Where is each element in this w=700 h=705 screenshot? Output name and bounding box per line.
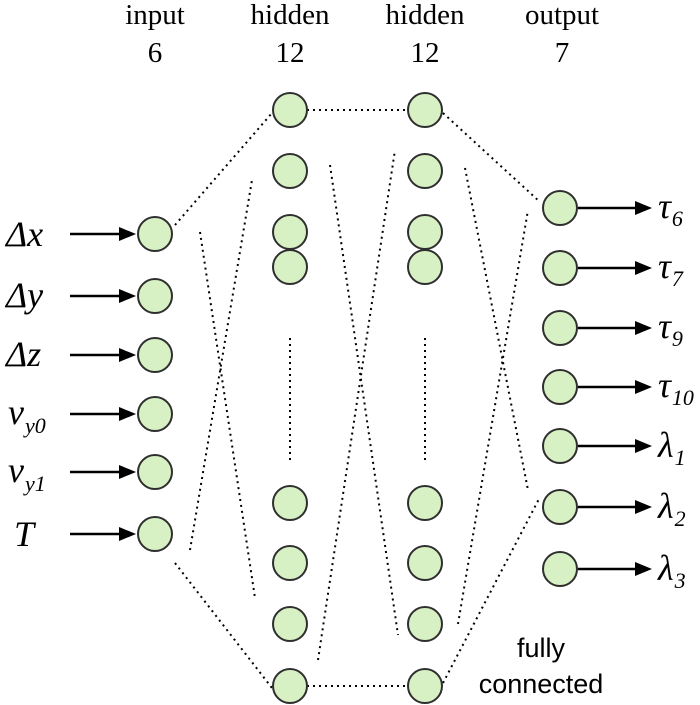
hidden-node xyxy=(272,249,308,285)
hidden-node xyxy=(272,668,308,704)
arrowhead xyxy=(119,407,136,421)
layer-count-hidden-1: 12 xyxy=(276,37,305,69)
output-layer xyxy=(542,190,578,587)
cross-line xyxy=(464,167,529,491)
input-node xyxy=(137,516,173,552)
input-node xyxy=(137,278,173,314)
output-arrows xyxy=(578,201,652,576)
input-arrows xyxy=(70,227,136,541)
note-line-2: connected xyxy=(479,669,604,699)
input-node xyxy=(137,454,173,490)
hidden-node xyxy=(272,214,308,250)
output-node xyxy=(542,190,578,226)
output-node xyxy=(542,551,578,587)
arrowhead xyxy=(635,261,652,275)
input-label-vy0: vy0 xyxy=(8,392,46,438)
output-label-tau9: τ9 xyxy=(658,306,683,351)
connection-line xyxy=(442,112,541,203)
layer-title-hidden-2: hidden xyxy=(386,0,465,31)
output-label-lambda3: λ3 xyxy=(657,548,686,593)
cross-line xyxy=(457,209,529,625)
hidden-node xyxy=(272,606,308,642)
hidden-node xyxy=(407,92,443,128)
input-label-dy: Δy xyxy=(4,275,43,315)
output-label-tau10: τ10 xyxy=(658,365,694,410)
layer-title-hidden-1: hidden xyxy=(251,0,330,31)
hidden-node xyxy=(272,92,308,128)
hidden-layer-2 xyxy=(407,92,443,704)
output-label-tau6: τ6 xyxy=(658,186,683,231)
cross-line xyxy=(189,179,253,551)
connection-line xyxy=(442,496,541,684)
output-label-lambda2: λ2 xyxy=(657,486,686,531)
output-labels: τ6 τ7 τ9 τ10 λ1 λ2 λ3 xyxy=(657,186,694,593)
cross-line xyxy=(329,164,399,636)
layer-title-input: input xyxy=(125,0,185,31)
output-node xyxy=(542,250,578,286)
arrowhead xyxy=(635,201,652,215)
arrowhead xyxy=(119,465,136,479)
hidden-node xyxy=(407,545,443,581)
output-label-lambda1: λ1 xyxy=(657,425,686,470)
output-node xyxy=(542,310,578,346)
hidden-node xyxy=(272,485,308,521)
hidden-node xyxy=(407,214,443,250)
input-label-dz: Δz xyxy=(4,334,41,374)
layer-count-input: 6 xyxy=(148,37,163,69)
input-label-dx: Δx xyxy=(4,214,43,254)
output-label-tau7: τ7 xyxy=(658,246,684,291)
hidden-node xyxy=(407,485,443,521)
output-node xyxy=(542,489,578,525)
input-label-vy1: vy1 xyxy=(8,450,46,496)
arrowhead xyxy=(635,380,652,394)
hidden-node xyxy=(407,668,443,704)
hidden-node xyxy=(272,153,308,189)
arrowhead xyxy=(635,439,652,453)
arrowhead xyxy=(119,289,136,303)
hidden-node xyxy=(272,545,308,581)
arrowhead xyxy=(119,527,136,541)
input-labels: Δx Δy Δz vy0 vy1 T xyxy=(4,214,46,554)
connection-line xyxy=(174,562,273,689)
cross-line xyxy=(317,149,396,661)
hidden-node xyxy=(407,606,443,642)
arrowhead xyxy=(635,562,652,576)
connection-line xyxy=(174,112,273,226)
arrowhead xyxy=(119,348,136,362)
arrowhead xyxy=(635,321,652,335)
output-node xyxy=(542,428,578,464)
input-layer xyxy=(137,216,173,552)
cross-line xyxy=(199,231,256,599)
layer-title-output: output xyxy=(525,0,599,31)
connections xyxy=(174,109,541,689)
hidden-layer-1 xyxy=(272,92,308,704)
note-line-1: fully xyxy=(517,633,566,663)
layer-count-output: 7 xyxy=(555,37,570,69)
hidden-node xyxy=(407,249,443,285)
arrowhead xyxy=(635,500,652,514)
input-node xyxy=(137,396,173,432)
input-node xyxy=(137,337,173,373)
layer-count-hidden-2: 12 xyxy=(411,37,440,69)
input-node xyxy=(137,216,173,252)
hidden-node xyxy=(407,153,443,189)
arrowhead xyxy=(119,227,136,241)
input-label-t: T xyxy=(14,514,37,554)
output-node xyxy=(542,369,578,405)
